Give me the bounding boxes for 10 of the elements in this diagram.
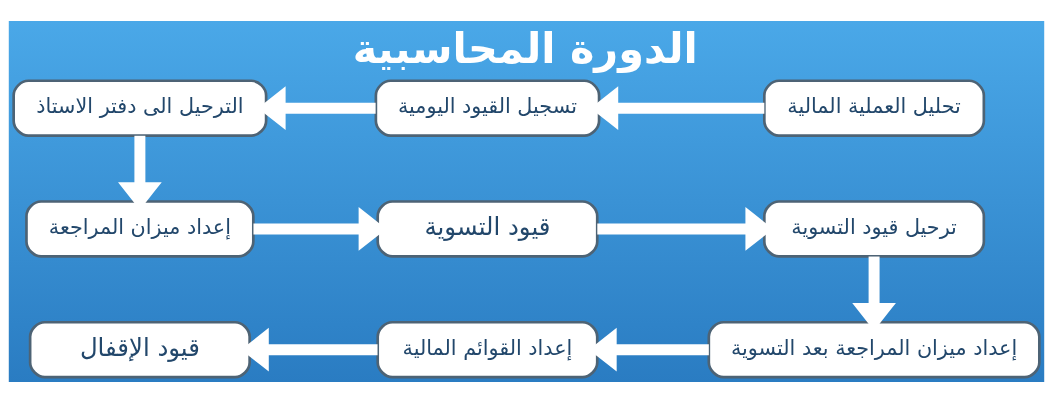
node-box: ترحيل قيود التسوية: [763, 199, 986, 258]
node-box: إعداد ميزان المراجعة: [25, 199, 255, 258]
node-box: تسجيل القيود اليومية: [374, 78, 601, 137]
node-box: إعداد القوائم المالية: [376, 320, 599, 378]
node-box: قيود الإقفال: [28, 320, 251, 378]
node-box: إعداد ميزان المراجعة بعد التسوية: [707, 320, 1041, 378]
diagram-title: الدورة المحاسبية: [352, 24, 698, 73]
node-box: قيود التسوية: [376, 199, 599, 258]
node-box: الترحيل الى دفتر الاستاذ: [12, 78, 268, 137]
node-box: تحليل العملية المالية: [763, 78, 986, 137]
